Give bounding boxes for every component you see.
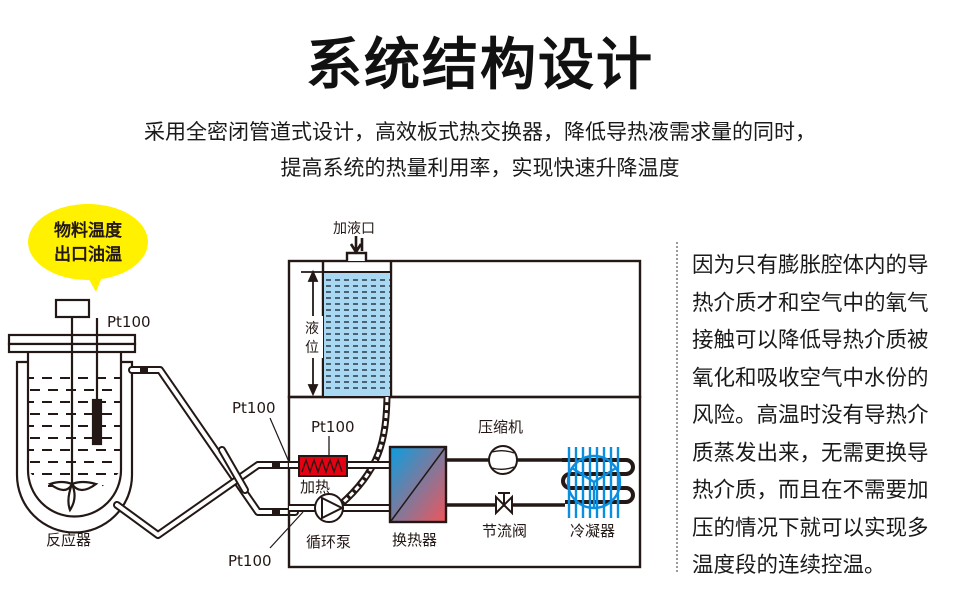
- side-text-line: 因为只有膨胀腔体内的导: [692, 253, 929, 278]
- condenser-coil: [561, 458, 635, 504]
- pipe-upper-supply: [128, 366, 299, 516]
- reactor-jacket: [15, 360, 134, 534]
- bubble-shape: [28, 204, 148, 280]
- heater-probe-label: Pt100: [311, 418, 355, 436]
- pump-label: 循环泵: [306, 533, 351, 551]
- upper-probe-label: Pt100: [232, 399, 276, 417]
- tank-drain-pipe: [337, 396, 391, 508]
- pump-arrow-icon: [321, 496, 345, 520]
- side-text-line: 质蒸发出来，无需更换导: [692, 440, 929, 466]
- reactor-probe: [91, 398, 103, 446]
- throttle-valve-label: 节流阀: [482, 522, 527, 540]
- compressor-label: 压缩机: [478, 418, 523, 436]
- bubble-tail: [86, 272, 104, 292]
- fill-port-label: 加液口: [333, 221, 375, 237]
- bubble-line-1: 物料温度: [54, 220, 123, 241]
- lower-probe-label: Pt100: [228, 552, 272, 570]
- temperature-callout-bubble: 物料温度 出口油温: [28, 204, 148, 292]
- side-text-line: 热介质，而且在不需要加: [692, 478, 929, 503]
- subtitle-line-1: 采用全密闭管道式设计，高效板式热交换器，降低导热液需求量的同时，: [144, 120, 816, 144]
- side-text-line: 氧化和吸收空气中水份的: [692, 365, 929, 391]
- side-text-line: 热介质才和空气中的氧气: [692, 290, 929, 316]
- heat-exchanger-label: 换热器: [392, 531, 437, 549]
- throttle-valve: [495, 492, 513, 516]
- condenser: [561, 447, 635, 518]
- heater-coil: [301, 457, 343, 475]
- fill-arrow-icon: [349, 236, 364, 255]
- level-label-char-2: 位: [305, 340, 319, 356]
- bubble-line-2: 出口油温: [54, 244, 122, 265]
- side-text-line: 压的情况下就可以实现多: [692, 515, 929, 541]
- reactor-label: 反应器: [46, 531, 91, 549]
- subtitle-line-2: 提高系统的热量利用率，实现快速升降温度: [280, 156, 680, 180]
- expansion-tank: [323, 271, 391, 396]
- heater-label: 加热: [300, 478, 330, 496]
- side-text-line: 接触可以降低导热介质被: [692, 328, 929, 353]
- page-title: 系统结构设计: [306, 33, 654, 98]
- side-divider: [676, 242, 678, 572]
- fill-port: [345, 236, 368, 261]
- stirrer-motor: [54, 298, 91, 319]
- side-description: 因为只有膨胀腔体内的导 热介质才和空气中的氧气 接触可以降低导热介质被 氧化和吸…: [692, 247, 954, 585]
- level-label-char-1: 液: [305, 321, 319, 337]
- reactor-probe-label: Pt100: [107, 313, 151, 331]
- heater: [298, 436, 348, 477]
- impeller: [47, 480, 99, 513]
- condenser-label: 冷凝器: [570, 522, 615, 540]
- reactor-liquid: [28, 377, 121, 487]
- heat-exchanger: [388, 445, 448, 524]
- circulation-pump: [314, 493, 345, 523]
- side-text-line: 风险。高温时没有导热介: [692, 403, 929, 428]
- connecting-pipes: [113, 366, 299, 539]
- compressor: [488, 445, 518, 475]
- reactor-inner-wall: [26, 352, 123, 518]
- reactor: [7, 298, 137, 534]
- side-text-line: 温度段的连续控温。: [692, 553, 886, 578]
